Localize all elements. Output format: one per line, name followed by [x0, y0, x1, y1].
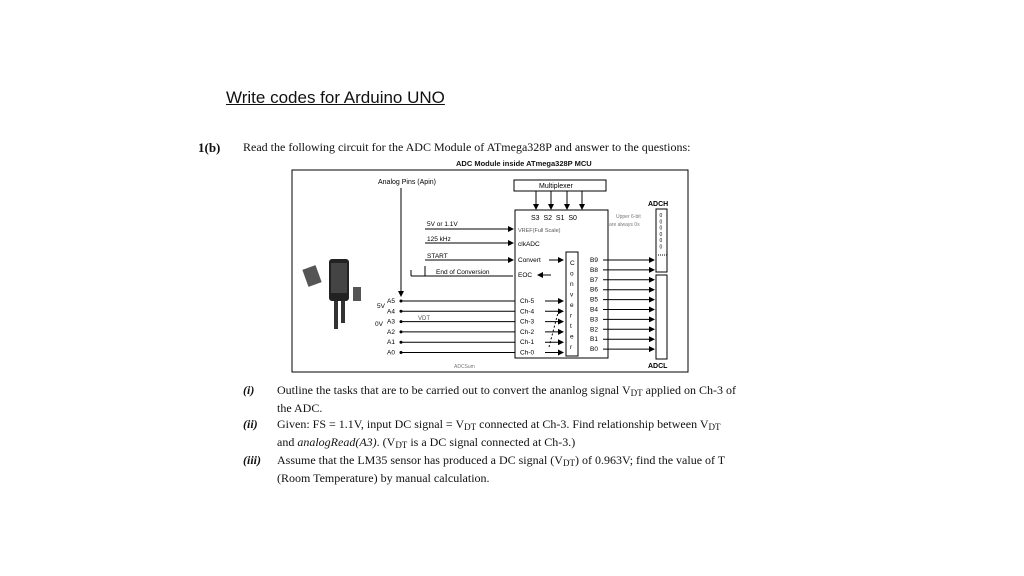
converter-letter: t: [570, 323, 572, 330]
question-intro: Read the following circuit for the ADC M…: [243, 140, 691, 154]
adcl-register: [655, 274, 668, 360]
pin-dot: [399, 340, 403, 344]
clk-label: clkADC: [518, 241, 540, 248]
eoc-label: EOC: [518, 272, 532, 279]
subquestion-i: (i) Outline the tasks that are to be car…: [243, 383, 743, 415]
channel-label: Ch-0: [520, 350, 534, 357]
multiplexer-label: Multiplexer: [539, 183, 574, 190]
figure-footer: ADCSum: [454, 364, 475, 370]
analog-pins-label: Analog Pins (Apin): [378, 179, 436, 186]
converter-letter: e: [570, 302, 574, 309]
pin-label: A2: [387, 329, 395, 336]
pin-dot: [399, 330, 403, 334]
channel-label: Ch-1: [520, 339, 534, 346]
bit-label: B3: [590, 316, 598, 323]
five-v-label: 5V: [377, 303, 386, 310]
vref-label: VREF(Full Scale): [518, 228, 561, 234]
bit-label: B7: [590, 277, 598, 284]
bit-label: B9: [590, 257, 598, 264]
subquestion-iii: (iii) Assume that the LM35 sensor has pr…: [243, 453, 743, 485]
bit-label: B8: [590, 267, 598, 274]
converter-letter: e: [570, 334, 574, 341]
multiplexer-box: [513, 179, 607, 192]
converter-letter: C: [570, 260, 575, 267]
start-label: START: [427, 253, 448, 260]
zero-bit: 0: [660, 213, 663, 219]
channel-label: Ch-3: [520, 319, 534, 326]
converter-letter: r: [570, 313, 573, 320]
pin-label: A1: [387, 339, 395, 346]
upper-bit-note: Upper 6-bit: [616, 214, 641, 220]
page-heading: Write codes for Arduino UNO: [226, 88, 445, 107]
adc-circuit-diagram: Analog Pins (Apin) Multiplexer S3 S2 S1 …: [291, 169, 689, 373]
figure-title: ADC Module inside ATmega328P MCU: [456, 159, 592, 168]
converter-letter: n: [570, 281, 574, 288]
bit-label: B2: [590, 326, 598, 333]
converter-letter: o: [570, 271, 574, 278]
subquestion-ii: (ii) Given: FS = 1.1V, input DC signal =…: [243, 417, 743, 450]
zero-bit: 0: [660, 219, 663, 225]
pin-label: A3: [387, 319, 395, 326]
subquestion-label: (iii): [243, 453, 261, 467]
vdt-label: VDT: [418, 316, 430, 322]
subquestion-label: (i): [243, 383, 255, 397]
convert-label: Convert: [518, 257, 541, 264]
pin-dot: [399, 351, 403, 354]
pin-label: A0: [387, 350, 395, 357]
bit-label: B5: [590, 297, 598, 304]
channel-label: Ch-2: [520, 329, 534, 336]
adcl-label: ADCL: [648, 363, 668, 370]
upper-bit-note-2: are always 0s: [609, 222, 640, 228]
pin-dot: [399, 309, 403, 313]
bit-label: B0: [590, 346, 598, 353]
adch-label: ADCH: [648, 201, 668, 208]
zero-v-label: 0V: [375, 321, 384, 328]
pin-label: A5: [387, 298, 395, 305]
pin-label: A4: [387, 308, 395, 315]
question-number: 1(b): [198, 140, 221, 155]
sensor-board-graphic: [302, 259, 361, 329]
bit-label: B6: [590, 287, 598, 294]
converter-letter: r: [570, 344, 573, 351]
subquestion-text: Assume that the LM35 sensor has produced…: [277, 453, 725, 485]
channel-label: Ch-5: [520, 298, 534, 305]
converter-box: [565, 251, 579, 357]
supply-label: 5V or 1.1V: [427, 221, 458, 228]
adch-register: [655, 208, 668, 273]
pin-dot: [399, 299, 403, 303]
select-lines: S3 S2 S1 S0: [531, 215, 577, 222]
pin-dot: [399, 320, 403, 324]
subquestion-text: Given: FS = 1.1V, input DC signal = VDT …: [277, 417, 721, 450]
channel-label: Ch-4: [520, 308, 534, 315]
clock-freq-label: 125 kHz: [427, 236, 451, 243]
converter-letter: v: [570, 292, 574, 299]
zero-bit: 0: [660, 245, 663, 251]
end-conversion-label: End of Conversion: [436, 269, 490, 276]
bit-label: B1: [590, 336, 598, 343]
zero-bit: 0: [660, 226, 663, 232]
subquestion-label: (ii): [243, 417, 258, 431]
zero-bit: 0: [660, 238, 663, 244]
bit-label: B4: [590, 307, 598, 314]
subquestion-text: Outline the tasks that are to be carried…: [277, 383, 736, 415]
zero-bit: 0: [660, 232, 663, 238]
